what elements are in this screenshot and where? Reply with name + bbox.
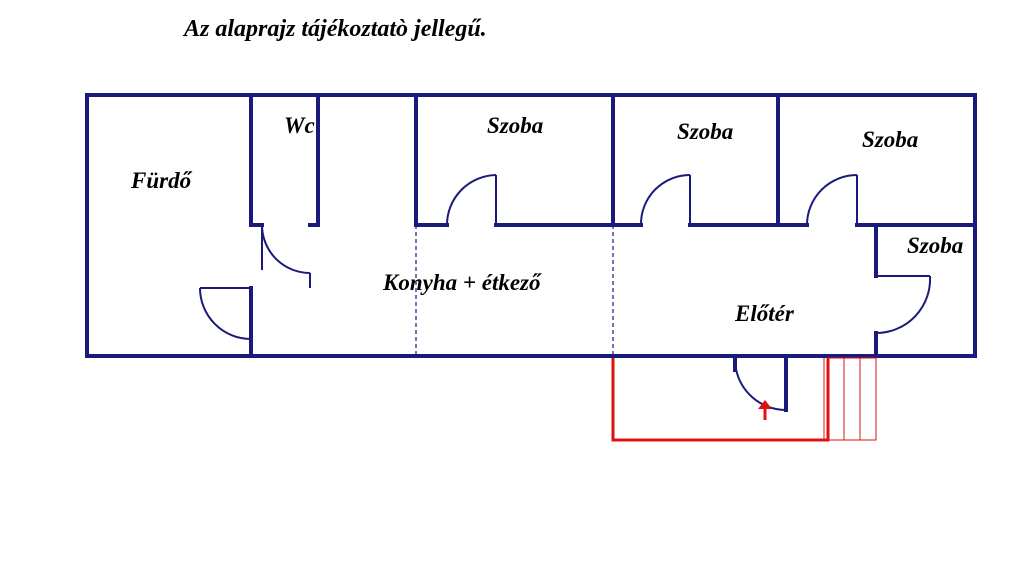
room-label-szoba-3: Szoba — [862, 127, 918, 152]
room-label-wc: Wc — [284, 113, 315, 138]
open-partitions — [415, 225, 614, 356]
terrace — [611, 358, 830, 442]
room-label-eloter: Előtér — [734, 301, 795, 326]
room-label-szoba-1: Szoba — [487, 113, 543, 138]
room-label-szoba-4: Szoba — [907, 233, 963, 258]
floorplan-title: Az alaprajz tájékoztatò jellegű. — [184, 16, 487, 42]
room-label-konyha: Konyha + étkező — [382, 270, 542, 295]
stairs — [827, 357, 877, 441]
doors — [199, 174, 932, 411]
entrance-arrow-icon — [758, 400, 772, 420]
room-label-furdo: Fürdő — [130, 168, 193, 193]
room-label-szoba-2: Szoba — [677, 119, 733, 144]
